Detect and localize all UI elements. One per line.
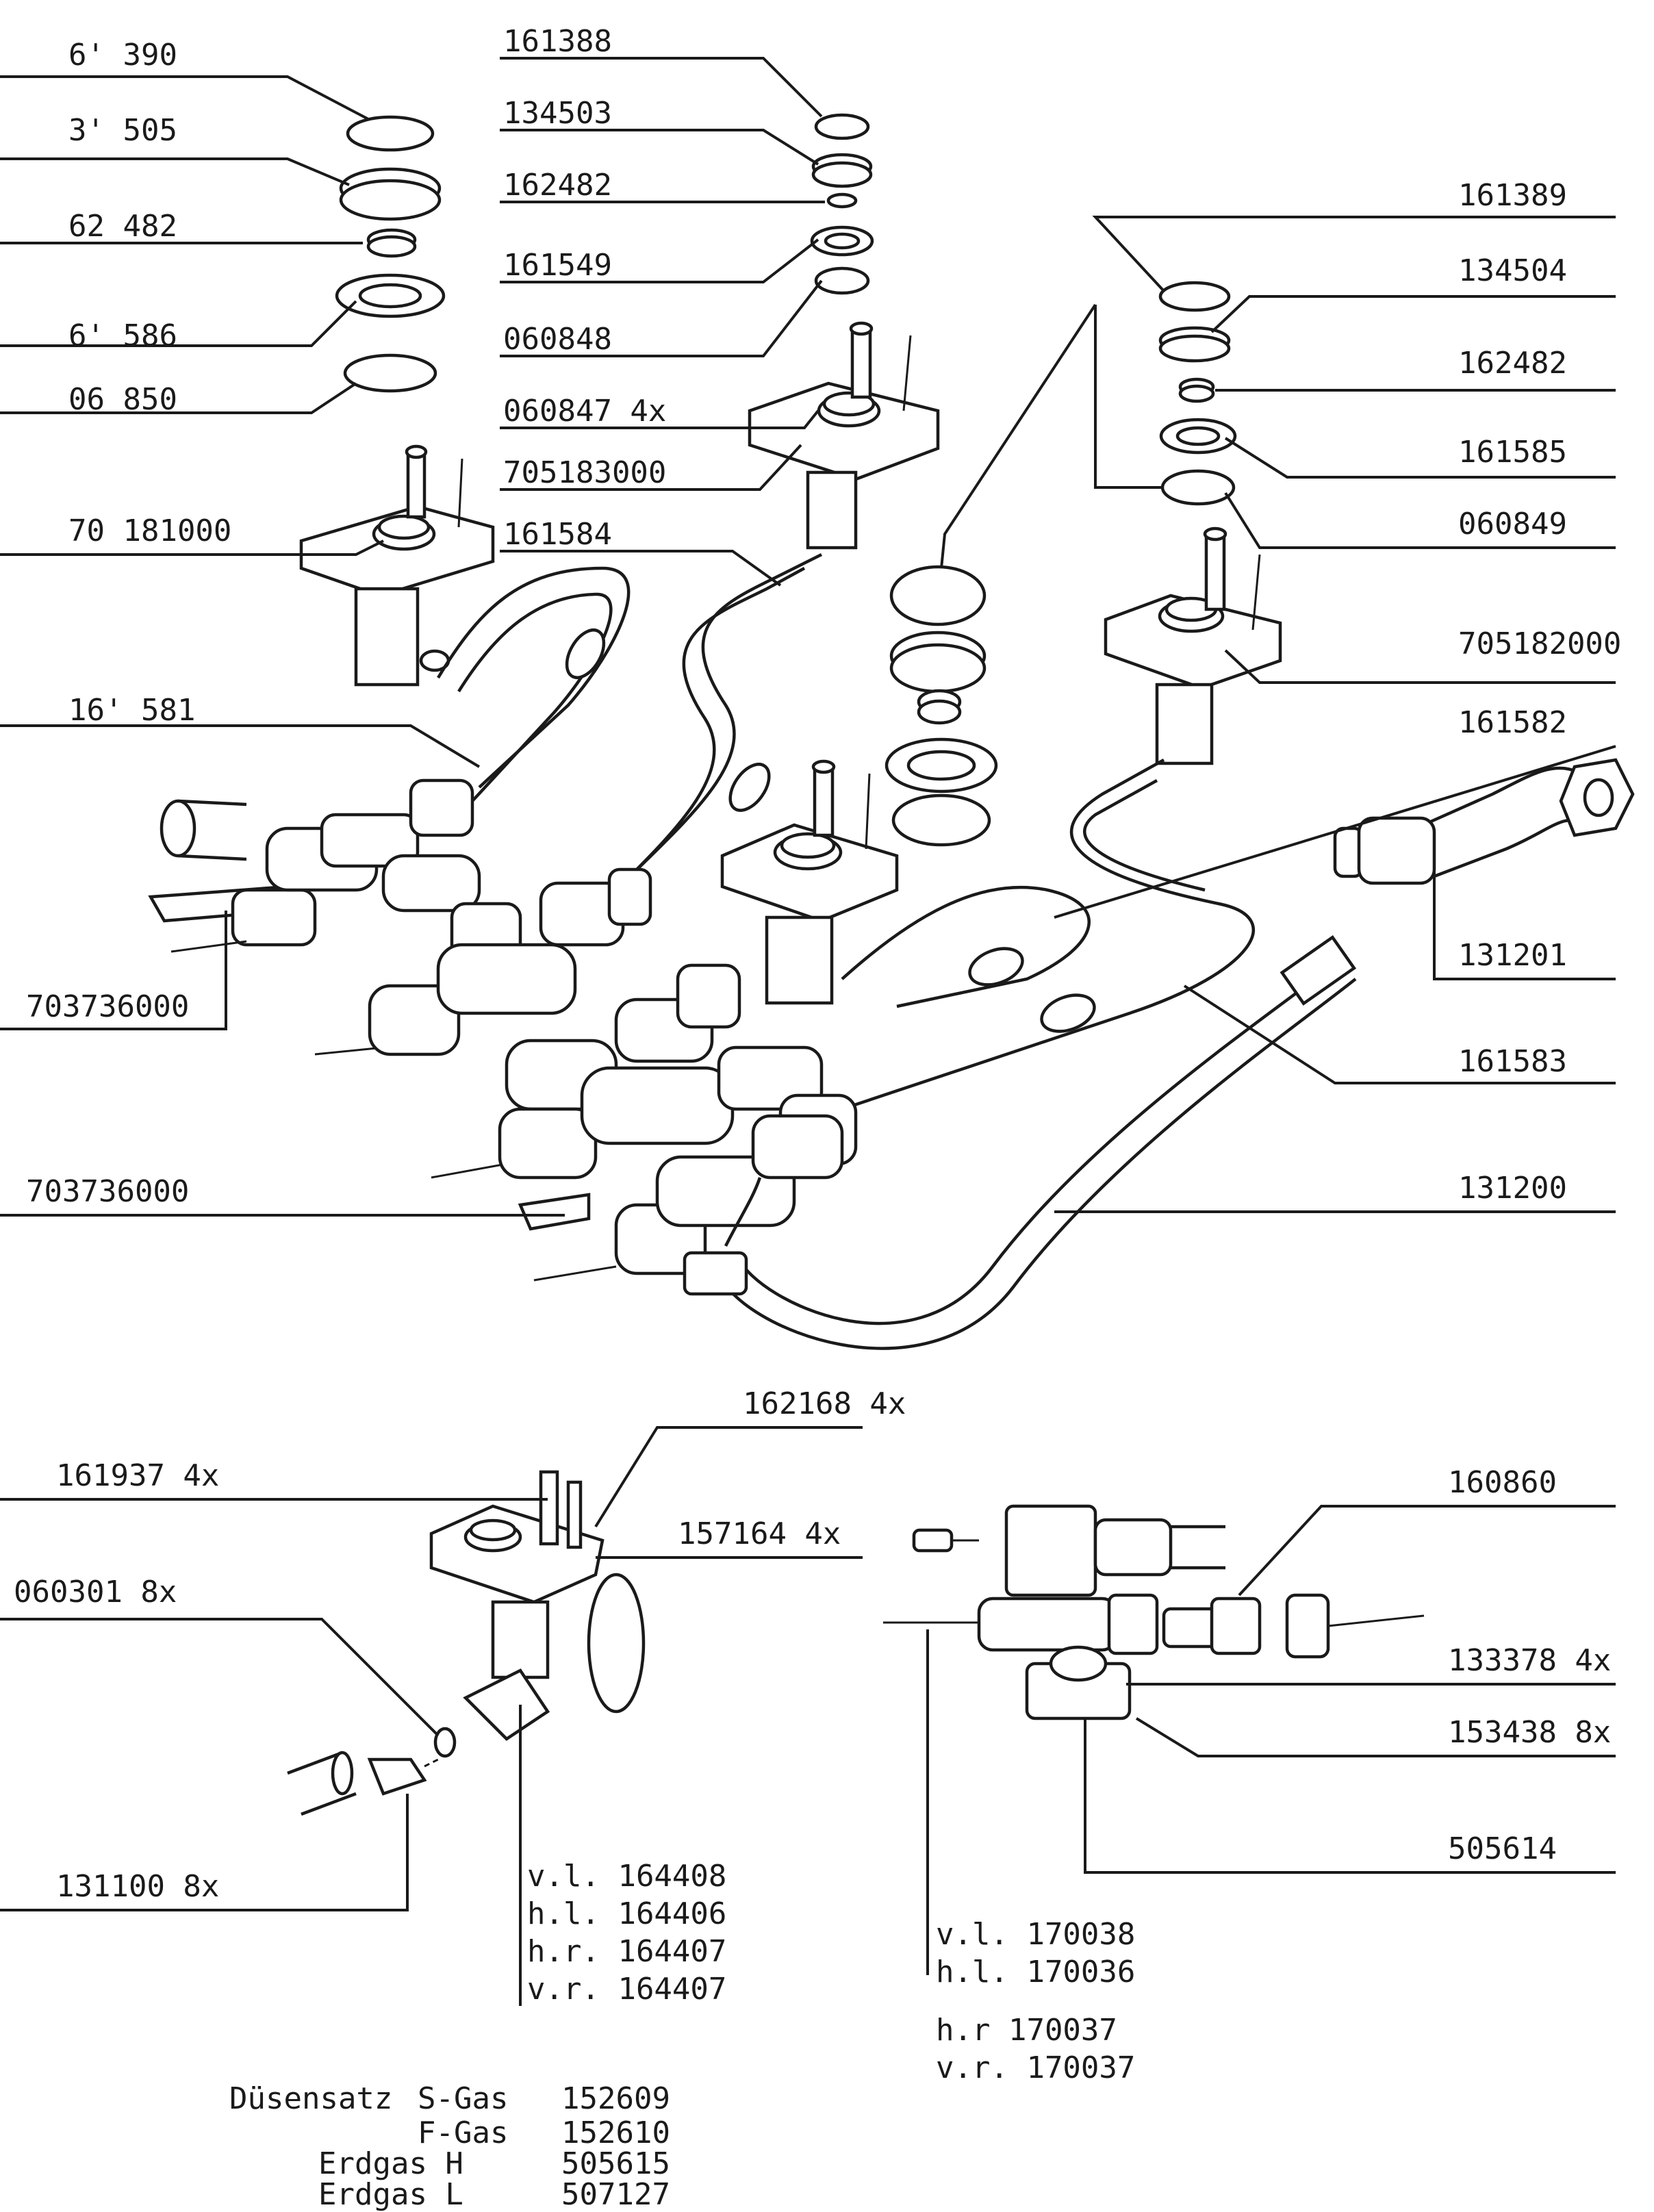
tap-valve-assembly [883, 1504, 1425, 1720]
callout-161585: 161585 [1458, 435, 1567, 470]
nozzle-code-1: 152609 [561, 2081, 670, 2116]
connector-fitting [1333, 758, 1635, 885]
callout-060847: 060847 4x [503, 394, 666, 429]
callout-161584: 161584 [503, 517, 612, 552]
burner-bracket-middle-top [748, 321, 940, 550]
valve-manifold [148, 778, 858, 1296]
callout-162482-right: 162482 [1458, 346, 1567, 381]
callout-161581: 16' 581 [68, 693, 195, 728]
burner-bracket-left [299, 444, 495, 687]
nozzle-code-2: 152610 [561, 2115, 670, 2150]
callout-134503: 134503 [503, 96, 612, 131]
nozzle-gas-2: F-Gas [418, 2115, 508, 2150]
valve-variant-list: v.l. 170038 h.l. 170036 h.r 170037 v.r. … [936, 1917, 1135, 2085]
callout-162482-left: 62 482 [68, 209, 177, 244]
callout-133378: 133378 4x [1448, 1643, 1611, 1678]
callout-153438: 153438 8x [1448, 1715, 1611, 1750]
left-burner-cap-stack [335, 115, 446, 393]
thermocouple-variant-list: v.l. 164408 h.l. 164406 h.r. 164407 v.r.… [527, 1859, 726, 2007]
central-burner-cap-stack [885, 565, 998, 847]
thermo-variant-3: h.r. 164407 [527, 1934, 726, 1969]
valve-variant-3: h.r 170037 [936, 2013, 1117, 2048]
nozzle-set-table: Düsensatz S-Gas 152609 F-Gas 152610 Erdg… [229, 2081, 670, 2212]
callout-134504: 134504 [1458, 253, 1567, 288]
callout-161388: 161388 [503, 24, 612, 59]
nozzle-gas-1: S-Gas [418, 2081, 508, 2116]
nozzle-code-4: 507127 [561, 2177, 670, 2212]
middle-burner-cap-stack [810, 113, 874, 295]
callout-131201: 131201 [1458, 938, 1567, 973]
nozzle-gas-3: Erdgas H [318, 2146, 463, 2181]
callout-705181000: 70 181000 [68, 513, 231, 548]
thermo-variant-4: v.r. 164407 [527, 1972, 726, 2007]
callout-703736000-b: 703736000 [26, 1174, 189, 1209]
callout-705183000: 705183000 [503, 455, 666, 490]
right-burner-cap-stack [1158, 281, 1237, 506]
callout-505614: 505614 [1448, 1831, 1557, 1866]
callout-162168: 162168 4x [743, 1386, 906, 1421]
thermo-variant-1: v.l. 164408 [527, 1859, 726, 1894]
callout-161583: 161583 [1458, 1044, 1567, 1079]
valve-variant-2: h.l. 170036 [936, 1955, 1135, 1989]
thermo-variant-2: h.l. 164406 [527, 1896, 726, 1931]
callout-131100: 131100 8x [56, 1869, 219, 1904]
callout-060848: 060848 [503, 322, 612, 357]
callout-161937: 161937 4x [56, 1458, 219, 1493]
valve-variant-1: v.l. 170038 [936, 1917, 1135, 1952]
callout-161390: 6' 390 [68, 38, 177, 73]
thermocouple-assembly [287, 1470, 646, 1816]
leader-lines [0, 57, 1616, 2006]
callout-705182000: 705182000 [1458, 626, 1621, 661]
callout-161582: 161582 [1458, 705, 1567, 740]
nozzle-gas-4: Erdgas L [318, 2177, 463, 2212]
callout-060301: 060301 8x [14, 1575, 177, 1610]
burner-bracket-center [720, 759, 899, 1005]
callout-060849: 060849 [1458, 507, 1567, 542]
callout-161389: 161389 [1458, 178, 1567, 213]
callout-134505: 3' 505 [68, 113, 177, 148]
callout-labels: 6' 390 3' 505 62 482 6' 586 06 850 70 18… [14, 24, 1621, 1904]
callout-161586: 6' 586 [68, 318, 177, 353]
valve-variant-4: v.r. 170037 [936, 2050, 1135, 2085]
callout-161549: 161549 [503, 248, 612, 283]
callout-060850: 06 850 [68, 382, 177, 417]
burner-bracket-right [1104, 526, 1282, 765]
callout-157164: 157164 4x [678, 1516, 841, 1551]
callout-131200: 131200 [1458, 1171, 1567, 1206]
callout-162482-mid: 162482 [503, 168, 612, 203]
nozzle-set-title: Düsensatz [229, 2081, 392, 2116]
gas-pipes [437, 552, 1357, 1350]
nozzle-code-3: 505615 [561, 2146, 670, 2181]
callout-703736000-a: 703736000 [26, 989, 189, 1024]
callout-160860: 160860 [1448, 1465, 1557, 1500]
